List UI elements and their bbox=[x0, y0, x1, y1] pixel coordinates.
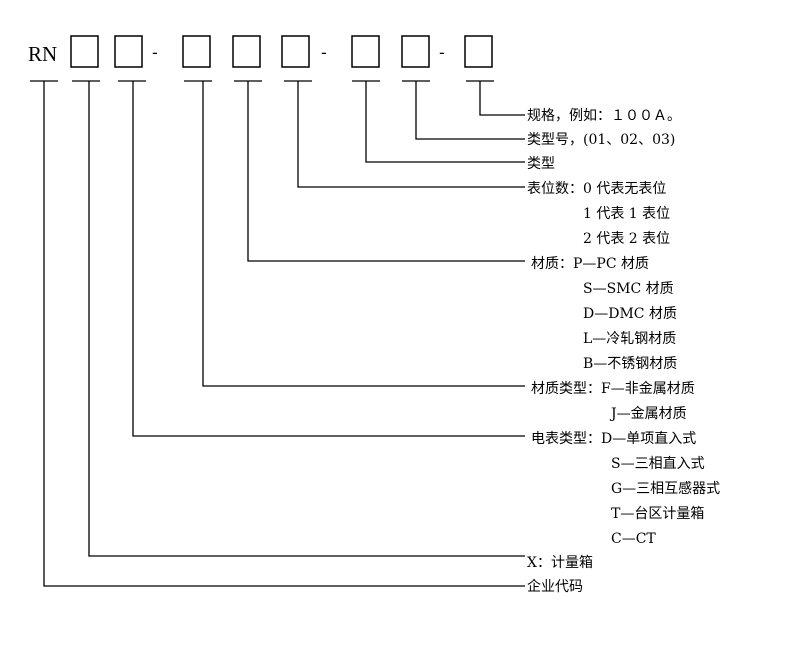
label-material-l: L—冷轧钢材质 bbox=[583, 331, 676, 347]
label-meter-type-t: T—台区计量箱 bbox=[611, 506, 704, 522]
label-material: 材质：P—PC 材质 bbox=[531, 256, 649, 272]
label-material-b: B—不锈钢材质 bbox=[583, 356, 677, 372]
code-box-material-type bbox=[182, 35, 211, 68]
label-material-type: 材质类型：F—非金属材质 bbox=[531, 381, 695, 397]
connector-material bbox=[247, 81, 525, 262]
code-box-x bbox=[70, 35, 99, 68]
label-meter-type: 电表类型：D—单项直入式 bbox=[531, 430, 696, 447]
connector-type-number bbox=[415, 81, 525, 140]
label-material-s: S—SMC 材质 bbox=[583, 281, 674, 297]
label-meter-type-s: S—三相直入式 bbox=[611, 455, 705, 472]
code-box-type bbox=[351, 35, 380, 68]
label-meter-type-g: G—三相互感器式 bbox=[611, 480, 720, 497]
label-type: 类型 bbox=[527, 156, 555, 172]
label-x: X：计量箱 bbox=[527, 555, 593, 571]
connector-meter-positions bbox=[297, 81, 525, 188]
code-box-meter-type bbox=[114, 35, 143, 68]
label-meter-positions-2: 2 代表 2 表位 bbox=[583, 231, 670, 247]
connector-spec bbox=[479, 81, 525, 116]
connector-company bbox=[43, 81, 525, 587]
code-separator-2: - bbox=[321, 43, 327, 62]
code-box-material bbox=[232, 35, 261, 68]
code-box-spec bbox=[464, 35, 493, 68]
label-meter-positions-1: 1 代表 1 表位 bbox=[583, 206, 670, 222]
connector-type bbox=[365, 81, 525, 163]
label-meter-type-c: C—CT bbox=[611, 531, 656, 547]
label-spec: 规格，例如：１００Ａ。 bbox=[527, 108, 681, 124]
label-company-code: 企业代码 bbox=[527, 578, 583, 595]
label-type-number: 类型号，(01、02、03) bbox=[527, 132, 675, 148]
code-separator-3: - bbox=[439, 43, 445, 62]
code-box-meter-positions bbox=[281, 35, 310, 68]
code-prefix: RN bbox=[28, 42, 57, 66]
label-material-d: D—DMC 材质 bbox=[583, 306, 677, 322]
connector-x bbox=[88, 81, 525, 557]
connector-meter-type bbox=[132, 81, 525, 437]
code-separator-1: - bbox=[152, 43, 158, 62]
label-material-type-j: J—金属材质 bbox=[609, 406, 687, 422]
code-box-type-number bbox=[401, 35, 430, 68]
connector-material-type bbox=[202, 81, 525, 387]
label-meter-positions: 表位数：0 代表无表位 bbox=[527, 181, 666, 197]
